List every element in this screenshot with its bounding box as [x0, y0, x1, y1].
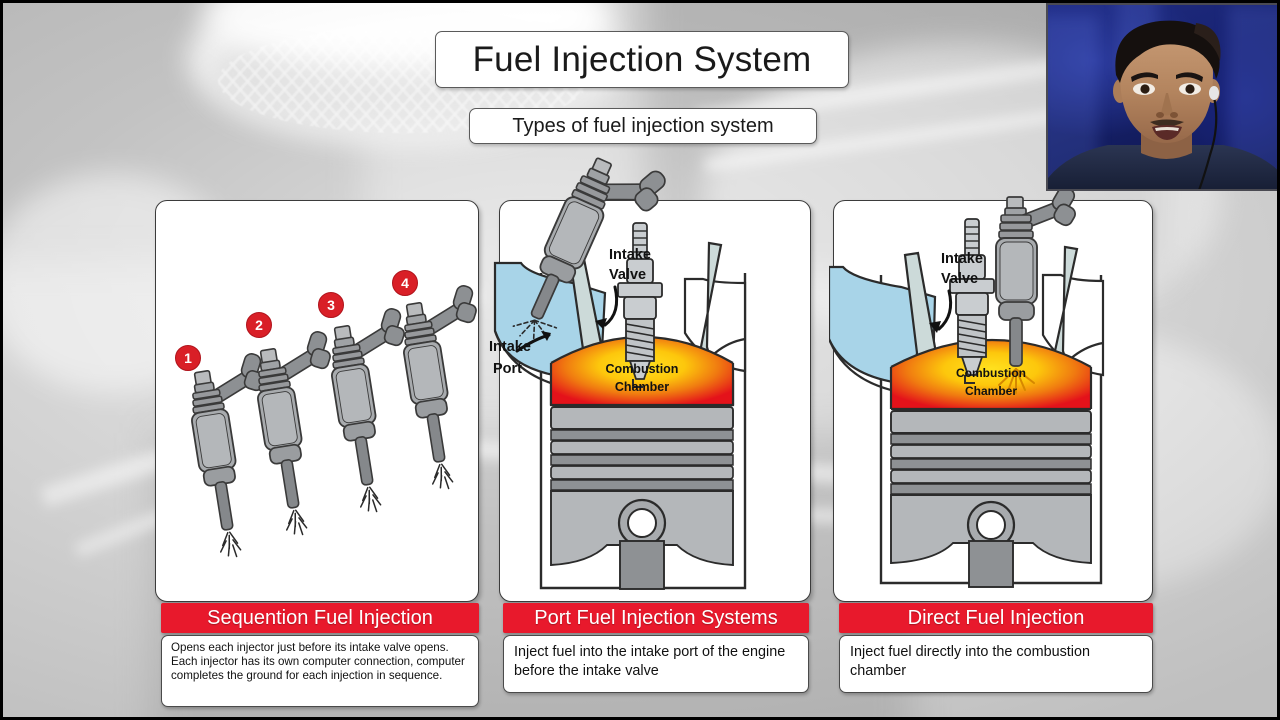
diagram-port-injection-cylinder: Intake Valve Intake Port Combustion Cham… [489, 157, 747, 590]
caption-text: Port Fuel Injection Systems [534, 606, 778, 629]
label-combustion-chamber-line2: Chamber [615, 380, 669, 394]
presenter-webcam-overlay[interactable] [1046, 3, 1277, 191]
label-intake-valve-line2: Valve [941, 271, 978, 287]
label-intake-valve-line2: Valve [609, 267, 646, 283]
connecting-rod [619, 540, 665, 590]
page-title: Fuel Injection System [435, 31, 849, 88]
arrow-to-intake-valve [937, 289, 953, 331]
diagram-direct-injection-cylinder: Intake Valve Combustion Chamber [829, 186, 1105, 588]
page-title-text: Fuel Injection System [472, 39, 812, 79]
diagram-four-injectors: 1 2 3 4 [175, 270, 479, 562]
caption-port-injection: Port Fuel Injection Systems [503, 603, 809, 633]
svg-text:4: 4 [401, 275, 409, 291]
subtitle: Types of fuel injection system [469, 108, 817, 144]
label-intake-valve-line1: Intake [609, 247, 651, 263]
direct-fuel-injector [995, 186, 1076, 394]
svg-text:3: 3 [327, 297, 335, 313]
piston [890, 410, 1092, 588]
injector-badge-2: 2 [246, 312, 272, 338]
description-port-injection: Inject fuel into the intake port of the … [503, 635, 809, 693]
caption-direct-injection: Direct Fuel Injection [839, 603, 1153, 633]
label-intake-port-line2: Port [493, 361, 522, 377]
svg-text:2: 2 [255, 317, 263, 333]
injector-badge-4: 4 [392, 270, 418, 296]
label-combustion-chamber-line1: Combustion [606, 362, 679, 376]
caption-text: Direct Fuel Injection [907, 606, 1085, 629]
label-combustion-chamber-line1: Combustion [956, 366, 1026, 380]
description-direct-injection: Inject fuel directly into the combustion… [839, 635, 1153, 693]
label-intake-valve-line1: Intake [941, 251, 983, 267]
injector-badge-3: 3 [318, 292, 344, 318]
label-combustion-chamber-line2: Chamber [965, 384, 1017, 398]
combustion-chamber [891, 340, 1091, 409]
svg-text:1: 1 [184, 350, 192, 366]
caption-sequential-injection: Sequention Fuel Injection [161, 603, 479, 633]
description-text: Opens each injector just before its inta… [171, 641, 465, 683]
description-text: Inject fuel into the intake port of the … [514, 644, 786, 680]
description-text: Inject fuel directly into the combustion… [850, 644, 1090, 680]
spark-plug [949, 218, 995, 384]
connecting-rod [968, 540, 1014, 588]
label-intake-port-line1: Intake [489, 339, 531, 355]
description-sequential-injection: Opens each injector just before its inta… [161, 635, 479, 707]
port-fuel-injector [512, 157, 666, 341]
injector-badge-1: 1 [175, 345, 201, 371]
presenter-figure [1048, 20, 1277, 189]
piston [550, 406, 734, 590]
subtitle-text: Types of fuel injection system [512, 114, 774, 137]
spark-plug [617, 222, 663, 388]
caption-text: Sequention Fuel Injection [207, 606, 433, 629]
arrow-to-intake-valve [603, 285, 619, 327]
